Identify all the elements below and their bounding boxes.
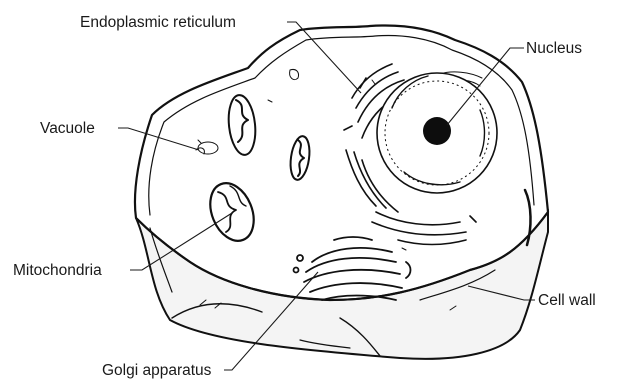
label-endoplasmic-reticulum: Endoplasmic reticulum bbox=[80, 14, 236, 31]
label-cell-wall: Cell wall bbox=[538, 292, 596, 309]
leader-endoplasmic-reticulum bbox=[287, 22, 361, 93]
nucleolus bbox=[423, 117, 451, 145]
golgi-apparatus bbox=[294, 237, 411, 300]
label-mitochondria: Mitochondria bbox=[13, 262, 102, 279]
label-golgi-apparatus: Golgi apparatus bbox=[102, 362, 212, 379]
mitochondria bbox=[202, 94, 312, 248]
label-nucleus: Nucleus bbox=[526, 40, 582, 57]
nucleus bbox=[377, 73, 497, 193]
cell-wall bbox=[135, 26, 548, 359]
label-vacuole: Vacuole bbox=[40, 120, 95, 137]
